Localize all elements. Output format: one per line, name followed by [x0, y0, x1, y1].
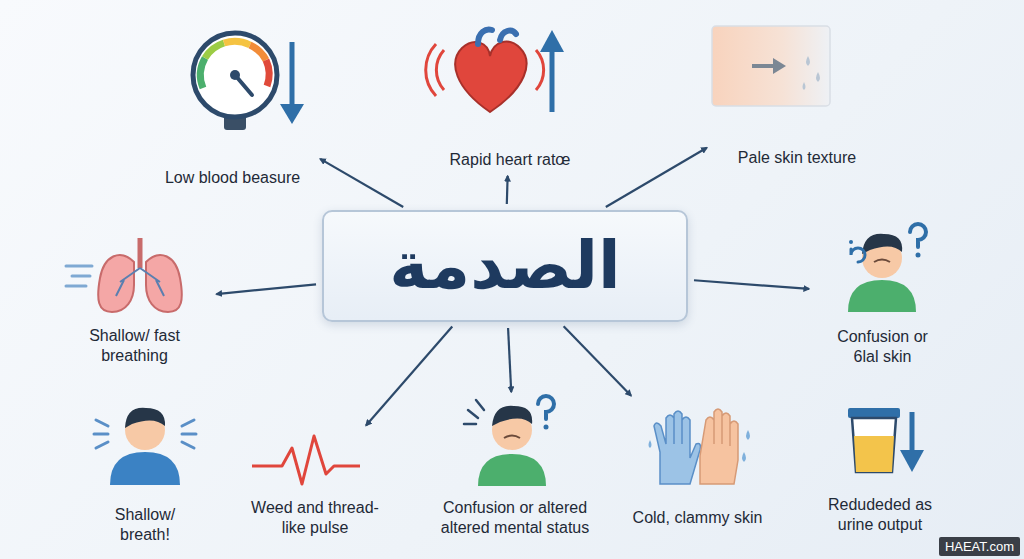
connector-arrow	[508, 328, 511, 392]
confused-person-icon-part	[848, 280, 916, 312]
confused-person-icon-part	[478, 454, 546, 486]
hands-icon	[649, 409, 751, 484]
gauge-icon-part	[266, 60, 269, 86]
connector-arrow	[606, 148, 707, 207]
confused-person-icon-part	[910, 224, 926, 247]
symptom-item: Pale skin texture	[712, 22, 882, 168]
urine-cup-icon-part	[910, 412, 915, 454]
symptom-label: Pale skin texture	[738, 148, 856, 168]
lungs-icon-part	[146, 255, 182, 312]
confused-person-icon-part	[851, 248, 865, 262]
skin-swatch-icon-part	[712, 26, 830, 106]
lungs-icon-part	[138, 238, 143, 268]
urine-cup-icon-part	[852, 418, 896, 472]
breathing-person-icon-part	[125, 408, 165, 428]
gauge-icon-part	[290, 42, 295, 108]
pulse-line-icon-part	[252, 436, 360, 484]
connector-arrow	[506, 176, 509, 204]
confused-person-icon-part	[916, 253, 921, 258]
skin-swatch-icon-part	[752, 64, 775, 68]
confused-person-icon-part	[874, 260, 890, 263]
symptom-item: Low blood beasure	[150, 28, 315, 188]
lungs-icon-part	[116, 268, 164, 296]
pulse-line-icon	[252, 436, 360, 484]
breathing-person-icon	[94, 408, 196, 485]
symptom-label: Confusion or 6lal skin	[828, 327, 938, 367]
heart-icon-part	[455, 42, 526, 112]
heart-icon-part	[478, 30, 516, 44]
watermark: HAEAT.com	[939, 537, 1020, 556]
urine-cup-icon-part	[900, 450, 924, 472]
confused-person-icon	[464, 396, 554, 486]
hands-icon-part	[654, 411, 701, 484]
confused-person-icon-part	[862, 234, 902, 254]
symptom-label: Rapid heart ratœ	[450, 150, 571, 170]
gauge-icon-part	[205, 43, 224, 58]
urine-cup-icon-part	[854, 436, 894, 472]
gauge-icon-part	[193, 33, 277, 117]
central-box: الصدمة	[322, 210, 688, 322]
symptom-label: Confusion or altered altered mental stat…	[423, 498, 608, 538]
lungs-icon	[66, 238, 182, 312]
skin-swatch-icon-part	[773, 58, 786, 74]
symptom-item: Shallow/ fast breathing	[59, 238, 211, 366]
gauge-icon-part	[230, 70, 240, 80]
symptom-label: Shallow/ breath!	[105, 505, 185, 545]
skin-swatch-icon	[712, 26, 830, 106]
connector-arrow	[694, 280, 809, 289]
central-title: الصدمة	[389, 226, 620, 305]
gauge-icon	[193, 33, 304, 130]
symptom-item: Redudeded as urine output	[805, 400, 955, 535]
connector-arrow	[320, 159, 403, 207]
symptom-item: Weed and thread-like pulse	[239, 430, 391, 538]
symptom-label: Redudeded as urine output	[820, 495, 940, 535]
symptom-label: Cold, clammy skin	[633, 508, 763, 528]
confused-person-icon-part	[849, 240, 853, 244]
urine-cup-icon-part	[848, 408, 900, 418]
heart-icon-part	[536, 50, 544, 90]
confused-person-icon-part	[544, 425, 549, 430]
symptom-item: Confusion or altered altered mental stat…	[419, 398, 611, 538]
heart-icon-part	[550, 48, 555, 112]
hands-icon-part	[649, 430, 751, 462]
heart-icon	[426, 30, 564, 112]
gauge-icon-part	[200, 58, 205, 88]
skin-swatch-icon-part	[803, 56, 821, 90]
lungs-icon-part	[98, 255, 134, 312]
connector-arrow	[366, 327, 452, 426]
breathing-person-icon-part	[110, 452, 180, 485]
urine-cup-icon	[848, 408, 924, 472]
symptom-item: Rapid heart ratœ	[430, 20, 590, 170]
symptom-label: Weed and thread-like pulse	[245, 498, 385, 538]
connector-arrow	[564, 326, 631, 395]
confused-person-icon-part	[504, 436, 520, 439]
symptom-label: Low blood beasure	[165, 168, 300, 188]
symptom-item: Confusion or 6lal skin	[815, 222, 950, 367]
gauge-icon-part	[280, 104, 304, 124]
symptom-item: Cold, clammy skin	[627, 400, 769, 528]
symptom-item: Shallow/ breath!	[85, 405, 205, 545]
connector-arrow	[216, 284, 316, 294]
lungs-icon-part	[66, 266, 92, 286]
symptom-label: Shallow/ fast breathing	[65, 326, 205, 366]
confused-person-icon-part	[464, 400, 484, 424]
breathing-person-icon-part	[94, 420, 196, 448]
gauge-icon-part	[224, 41, 250, 45]
hands-icon-part	[700, 409, 738, 484]
confused-person-icon-part	[538, 396, 554, 419]
heart-icon-part	[426, 44, 444, 96]
gauge-icon-part	[250, 45, 266, 60]
confused-person-icon-part	[492, 406, 532, 426]
confused-person-icon	[848, 224, 926, 312]
heart-icon-part	[540, 30, 564, 52]
